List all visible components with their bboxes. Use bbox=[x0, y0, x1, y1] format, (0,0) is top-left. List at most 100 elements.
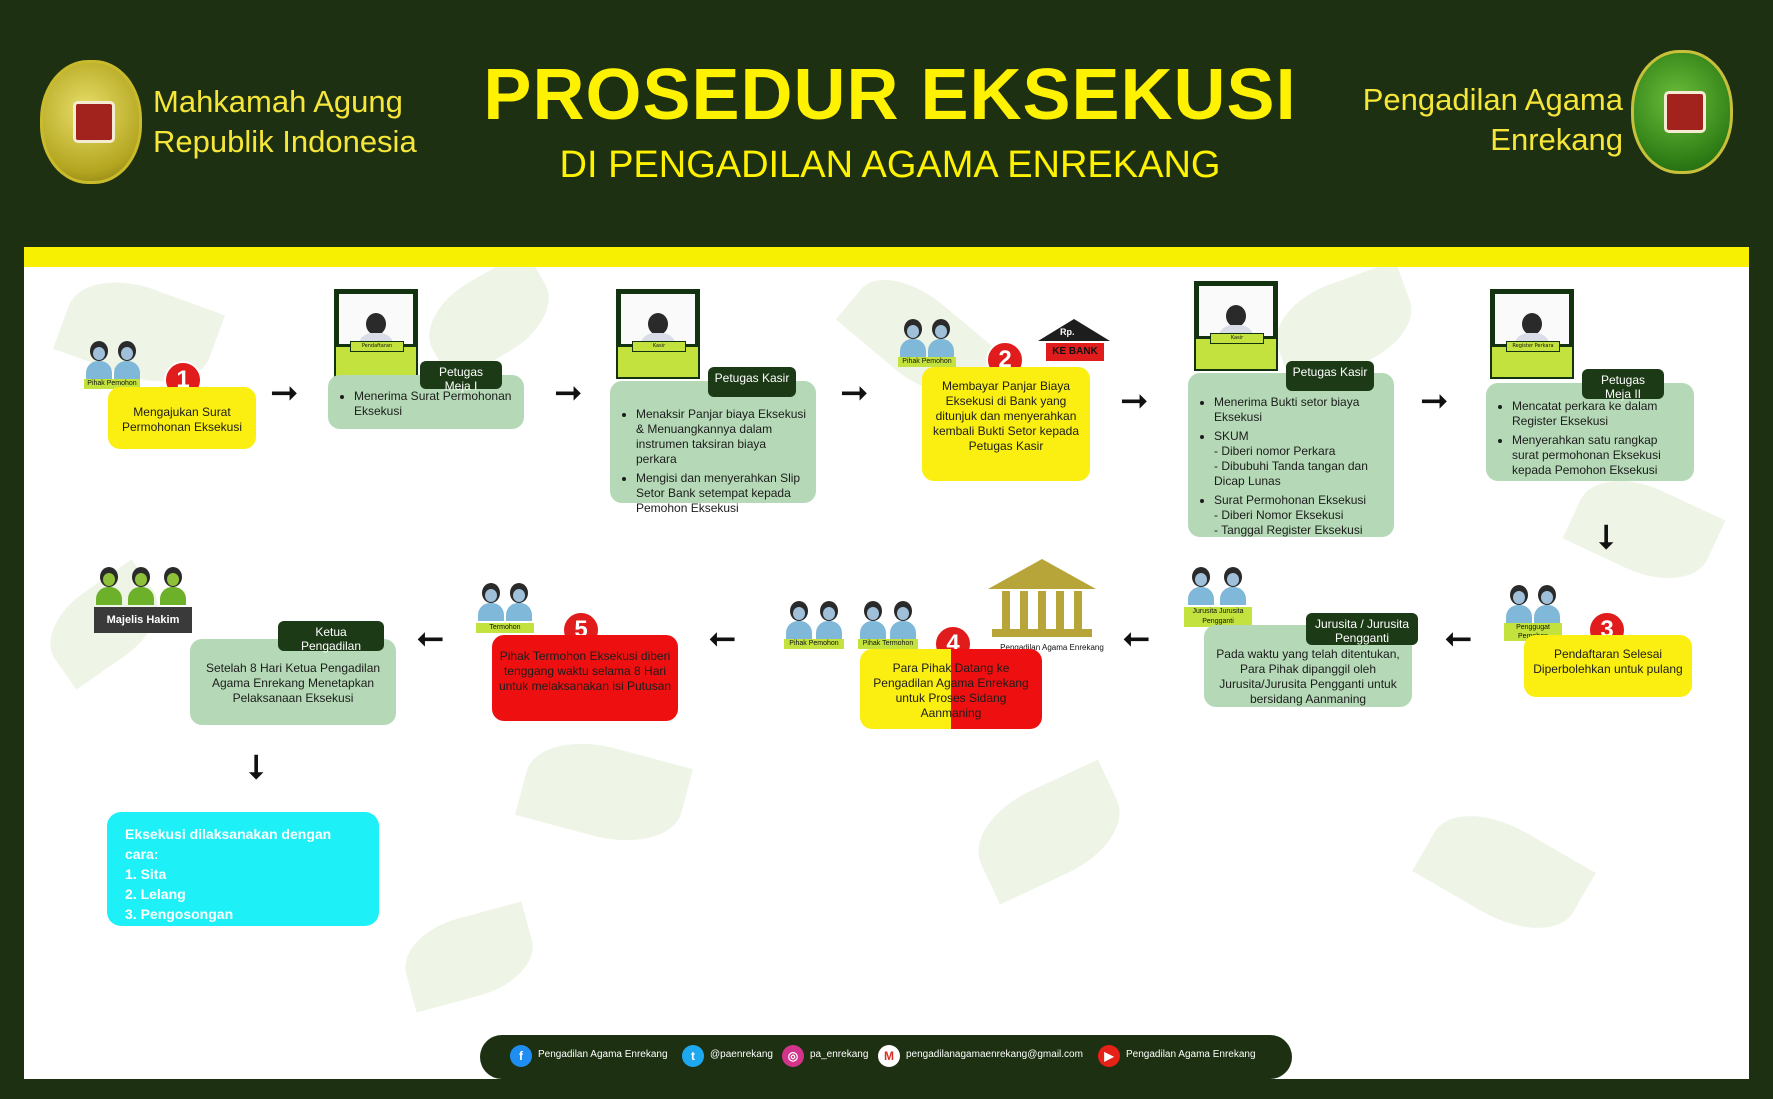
person-icon bbox=[506, 583, 532, 621]
arrow-down-icon: ➞ bbox=[1586, 523, 1626, 552]
penggugat-pemohon-figure: Penggugat Pemohon bbox=[1504, 585, 1566, 641]
pihak-pemohon-figure: Pihak Pemohon bbox=[84, 341, 144, 393]
kasir-2-box: Menerima Bukti setor biaya Eksekusi SKUM… bbox=[1188, 373, 1394, 537]
eksekusi-item: 4. Pembayaran dengan sejumlah uang bbox=[125, 924, 361, 964]
list-item: Menyerahkan satu rangkap surat permohona… bbox=[1512, 433, 1686, 478]
org-left-line2: Republik Indonesia bbox=[153, 122, 417, 162]
org-right: Pengadilan Agama Enrekang bbox=[1363, 80, 1623, 160]
list-item: Mengisi dan menyerahkan Slip Setor Bank … bbox=[636, 471, 808, 516]
org-left: Mahkamah Agung Republik Indonesia bbox=[153, 82, 417, 162]
gmail-icon[interactable]: M bbox=[878, 1045, 900, 1067]
who-tag: Jurusita Jurusita Pengganti bbox=[1184, 607, 1252, 627]
list-item: Mencatat perkara ke dalam Register Eksek… bbox=[1512, 399, 1686, 429]
flow-panel: Pihak Pemohon 1 Mengajukan Surat Permoho… bbox=[24, 267, 1749, 1079]
leaf-decoration bbox=[1412, 793, 1596, 951]
arrow-right-icon: ➞ bbox=[270, 373, 299, 413]
youtube-icon[interactable]: ▶ bbox=[1098, 1045, 1120, 1067]
eksekusi-title: Eksekusi dilaksanakan dengan cara: bbox=[125, 824, 361, 864]
leaf-decoration bbox=[962, 760, 1136, 905]
booth-sign: Kasir bbox=[1210, 333, 1264, 344]
arrow-right-icon: ➞ bbox=[840, 373, 869, 413]
email-link[interactable]: pengadilanagamaenrekang@gmail.com bbox=[906, 1049, 1083, 1060]
person-icon bbox=[900, 319, 926, 357]
arrow-left-icon: ➞ bbox=[1444, 619, 1473, 659]
arrow-down-icon: ➞ bbox=[236, 753, 276, 782]
sub-item: - Tanggal Register Eksekusi bbox=[1214, 523, 1386, 538]
pihak-termohon-figure: Pihak Termohon bbox=[858, 601, 922, 653]
person-icon bbox=[1220, 567, 1246, 605]
majelis-hakim-label: Majelis Hakim bbox=[94, 607, 192, 633]
eksekusi-item: 1. Sita bbox=[125, 864, 361, 884]
org-right-line2: Enrekang bbox=[1363, 120, 1623, 160]
facebook-icon[interactable]: f bbox=[510, 1045, 532, 1067]
youtube-link[interactable]: Pengadilan Agama Enrekang bbox=[1126, 1049, 1256, 1060]
ketua-box: Setelah 8 Hari Ketua Pengadilan Agama En… bbox=[190, 639, 396, 725]
pengadilan-agama-logo bbox=[1631, 50, 1733, 174]
emblem-shield-icon bbox=[73, 101, 115, 143]
label-ketua-pengadilan: Ketua Pengadilan bbox=[278, 621, 384, 651]
person-icon bbox=[478, 583, 504, 621]
org-left-line1: Mahkamah Agung bbox=[153, 82, 417, 122]
person-icon bbox=[86, 341, 112, 379]
booth-sign: Pendaftaran bbox=[350, 341, 404, 352]
step-5-box: Pihak Termohon Eksekusi diberi tenggang … bbox=[492, 635, 678, 721]
list-item: Menerima Surat Permohonan Eksekusi bbox=[354, 389, 516, 419]
pihak-pemohon-figure: Pihak Pemohon bbox=[784, 601, 848, 653]
jurusita-figure: Jurusita Jurusita Pengganti bbox=[1184, 567, 1254, 631]
step-3-box: Pendaftaran Selesai Diperbolehkan untuk … bbox=[1524, 635, 1692, 697]
sub-item: - Diberi Nomor Eksekusi bbox=[1214, 508, 1386, 523]
booth-meja-2: Register Perkara bbox=[1490, 289, 1574, 379]
list-item-text: Surat Permohonan Eksekusi bbox=[1214, 493, 1366, 507]
twitter-icon[interactable]: t bbox=[682, 1045, 704, 1067]
twitter-link[interactable]: @paenrekang bbox=[710, 1049, 773, 1060]
who-tag: Termohon bbox=[476, 623, 534, 633]
arrow-right-icon: ➞ bbox=[1420, 381, 1449, 421]
arrow-left-icon: ➞ bbox=[708, 619, 737, 659]
list-item: Surat Permohonan Eksekusi - Diberi Nomor… bbox=[1214, 493, 1386, 538]
who-tag: Pihak Pemohon bbox=[784, 639, 844, 649]
header-divider bbox=[24, 247, 1749, 267]
booth-meja-1: Pendaftaran bbox=[334, 289, 418, 379]
label-jurusita: Jurusita / Jurusita Pengganti bbox=[1306, 613, 1418, 645]
termohon-figure: Termohon bbox=[476, 583, 538, 637]
instagram-icon[interactable]: ◎ bbox=[782, 1045, 804, 1067]
arrow-left-icon: ➞ bbox=[1122, 619, 1151, 659]
label-petugas-meja-2: Petugas Meja II bbox=[1582, 369, 1664, 399]
facebook-link[interactable]: Pengadilan Agama Enrekang bbox=[538, 1049, 668, 1060]
list-item: Menerima Bukti setor biaya Eksekusi bbox=[1214, 395, 1386, 425]
eksekusi-methods-box: Eksekusi dilaksanakan dengan cara: 1. Si… bbox=[107, 812, 379, 926]
mahkamah-agung-logo bbox=[40, 60, 142, 184]
sub-item: - Diberi nomor Perkara bbox=[1214, 444, 1386, 459]
person-icon bbox=[96, 567, 122, 605]
booth-sign: Kasir bbox=[632, 341, 686, 352]
instagram-link[interactable]: pa_enrekang bbox=[810, 1049, 868, 1060]
sub-item: - Dibubuhi Tanda tangan dan Dicap Lunas bbox=[1214, 459, 1386, 489]
arrow-left-icon: ➞ bbox=[416, 619, 445, 659]
person-icon bbox=[1506, 585, 1532, 623]
person-icon bbox=[1188, 567, 1214, 605]
step-1-box: Mengajukan Surat Permohonan Eksekusi bbox=[108, 387, 256, 449]
person-icon bbox=[816, 601, 842, 639]
header: Mahkamah Agung Republik Indonesia PROSED… bbox=[0, 0, 1773, 245]
bank-rp: Rp. bbox=[1060, 327, 1075, 337]
person-icon bbox=[160, 567, 186, 605]
page-title: PROSEDUR EKSEKUSI bbox=[440, 54, 1340, 136]
person-icon bbox=[860, 601, 886, 639]
person-icon bbox=[786, 601, 812, 639]
list-item: SKUM - Diberi nomor Perkara - Dibubuhi T… bbox=[1214, 429, 1386, 489]
label-petugas-kasir: Petugas Kasir bbox=[708, 367, 796, 397]
pihak-pemohon-figure: Pihak Pemohon bbox=[898, 319, 958, 371]
who-tag: Pihak Pemohon bbox=[898, 357, 956, 367]
booth-sign: Register Perkara bbox=[1506, 341, 1560, 352]
page-subtitle: DI PENGADILAN AGAMA ENREKANG bbox=[440, 144, 1340, 187]
label-petugas-kasir: Petugas Kasir bbox=[1286, 361, 1374, 391]
person-icon bbox=[128, 567, 154, 605]
who-tag: Pihak Termohon bbox=[858, 639, 918, 649]
majelis-hakim-figure: Majelis Hakim bbox=[94, 567, 194, 639]
person-icon bbox=[1534, 585, 1560, 623]
eksekusi-item: 2. Lelang bbox=[125, 884, 361, 904]
arrow-right-icon: ➞ bbox=[554, 373, 583, 413]
person-icon bbox=[114, 341, 140, 379]
list-item: Menaksir Panjar biaya Eksekusi & Menuang… bbox=[636, 407, 808, 467]
